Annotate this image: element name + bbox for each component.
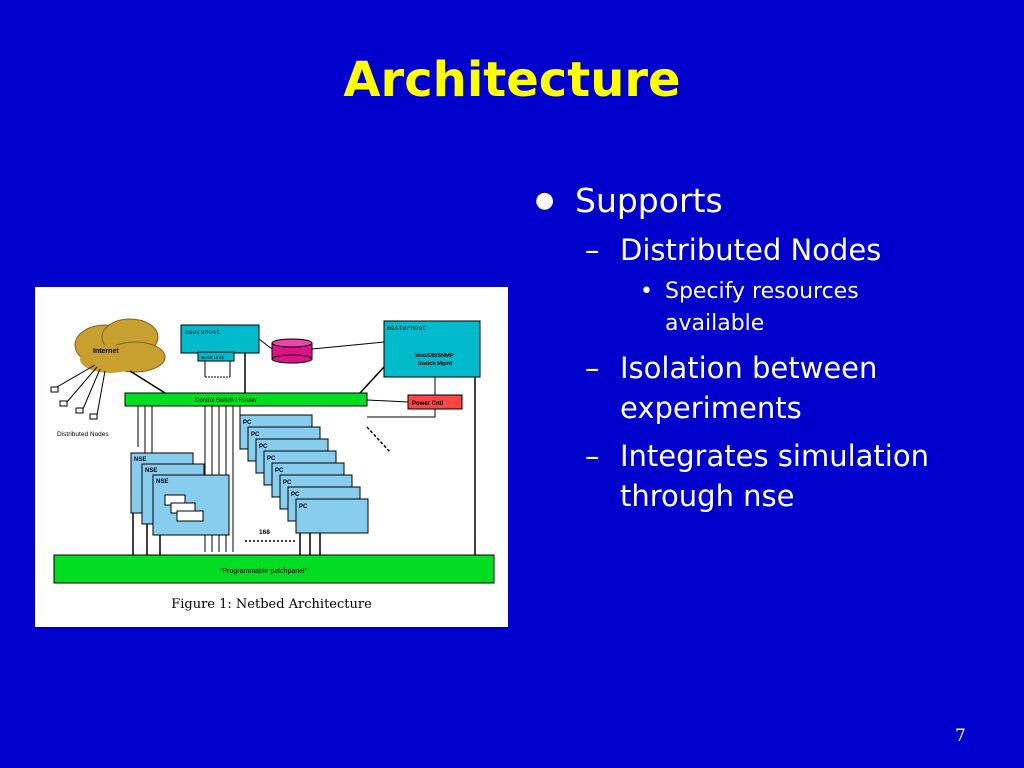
usershost-label: usershost [185, 329, 220, 336]
serial-links-label: Serial Links [201, 355, 225, 360]
bullet-specify-resources: • Specify resources available [535, 276, 925, 340]
pc-label-5: PC [275, 468, 284, 474]
bullet-integrates: – Integrates simulation through nse [535, 436, 1015, 516]
nse-downlinks [132, 513, 161, 555]
database-icon [271, 338, 313, 364]
figure-caption: Figure 1: Netbed Architecture [171, 597, 372, 612]
nse-label-2: NSE [145, 468, 157, 474]
distributed-nodes-label: Distributed Nodes [57, 431, 109, 438]
dash-marker: – [585, 351, 600, 385]
architecture-diagram: Internet Distributed Nodes usershost Ser… [50, 318, 495, 584]
uplinks [129, 353, 385, 394]
pc-label-4: PC [267, 456, 276, 462]
power-cntl-label: Power Cntl [412, 401, 444, 407]
bullet-text: Distributed Nodes [620, 233, 882, 267]
pc-downlinks [299, 533, 321, 555]
bullet-text: Supports [575, 181, 723, 220]
pc-label-1: PC [243, 420, 252, 426]
serial-lines [204, 361, 231, 378]
bullet-supports: ● Supports [535, 180, 1015, 222]
patchpanel-label: "Programmable patchpanel" [220, 568, 308, 575]
page-number: 7 [955, 726, 966, 746]
dash-marker: – [585, 233, 600, 267]
pc-label-2: PC [251, 432, 260, 438]
distributed-node-icons [50, 386, 98, 420]
internet-cloud: Internet [74, 318, 166, 373]
nse-stack: NSE NSE NSE [130, 452, 230, 536]
pc-label-7: PC [291, 492, 300, 498]
masterhost-sub1: Web/DB/SNMP [415, 353, 454, 359]
internet-label: Internet [93, 348, 119, 355]
bullet-list: ● Supports – Distributed Nodes • Specify… [535, 180, 1015, 516]
nse-label-3: NSE [156, 479, 168, 485]
pc-label-3: PC [259, 444, 268, 450]
slide-title: Architecture [343, 52, 681, 108]
bullet-distributed-nodes: – Distributed Nodes [535, 230, 1015, 270]
architecture-figure: Internet Distributed Nodes usershost Ser… [35, 287, 508, 627]
masterhost-label: masterhost [387, 325, 426, 332]
bullet-text: Specify resources available [665, 279, 859, 336]
pc-label-8: PC [299, 504, 308, 510]
control-switch-label: Control Switch / Router [195, 398, 257, 404]
control-switch-bar [124, 392, 368, 407]
pc-label-6: PC [283, 480, 292, 486]
patchpanel-bar [53, 554, 495, 584]
bullet-marker: ● [535, 188, 555, 213]
pc-count-label: 168 [259, 529, 270, 536]
dot-marker: • [640, 279, 653, 304]
distributed-links [56, 364, 106, 416]
bullet-text: Isolation between experiments [620, 351, 878, 425]
masterhost-sub2: Switch Mgmt [418, 361, 452, 367]
masterhost-box [383, 320, 481, 378]
pc-stack: PC PC PC PC PC PC PC PC [239, 414, 369, 534]
dash-marker: – [585, 439, 600, 473]
bullet-isolation: – Isolation between experiments [535, 348, 1015, 428]
nse-label-1: NSE [134, 457, 146, 463]
serial-links-box [197, 351, 235, 362]
bullet-text: Integrates simulation through nse [620, 439, 929, 513]
